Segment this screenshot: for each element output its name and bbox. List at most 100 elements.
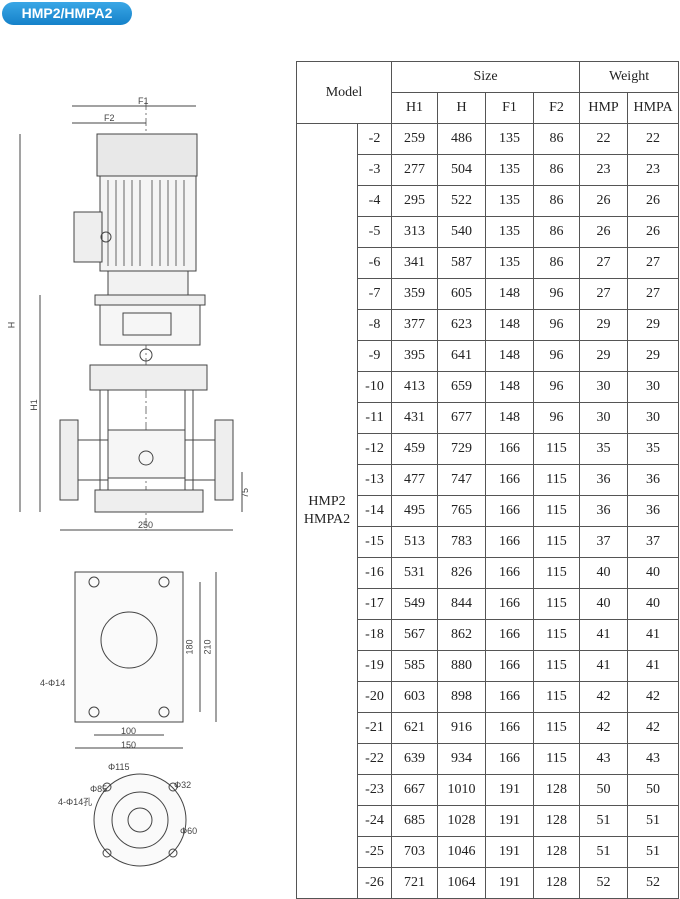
value-cell: 41 <box>627 650 680 682</box>
value-cell: 522 <box>437 185 486 217</box>
value-cell: 880 <box>437 650 486 682</box>
variant-cell: -7 <box>357 278 392 310</box>
col-header-f2: F2 <box>532 92 581 124</box>
value-cell: 641 <box>437 340 486 372</box>
value-cell: 313 <box>391 216 438 248</box>
value-cell: 166 <box>485 557 534 589</box>
value-cell: 43 <box>579 743 629 775</box>
value-cell: 115 <box>532 495 581 527</box>
value-cell: 341 <box>391 247 438 279</box>
value-cell: 359 <box>391 278 438 310</box>
value-cell: 1064 <box>437 867 486 899</box>
value-cell: 115 <box>532 588 581 620</box>
model-name-line2: HMPA2 <box>303 512 351 527</box>
label-210: 210 <box>202 639 213 655</box>
col-header-hmp: HMP <box>579 92 629 124</box>
value-cell: 826 <box>437 557 486 589</box>
value-cell: 549 <box>391 588 438 620</box>
col-header-h1: H1 <box>391 92 438 124</box>
value-cell: 96 <box>532 278 581 310</box>
value-cell: 166 <box>485 743 534 775</box>
value-cell: 37 <box>579 526 629 558</box>
value-cell: 1028 <box>437 805 486 837</box>
value-cell: 844 <box>437 588 486 620</box>
value-cell: 191 <box>485 836 534 868</box>
value-cell: 603 <box>391 681 438 713</box>
size-header: Size <box>390 61 581 93</box>
label-75: 75 <box>240 487 251 499</box>
value-cell: 51 <box>627 836 680 868</box>
label-h: H <box>6 321 17 329</box>
value-cell: 27 <box>627 278 680 310</box>
label-holes: 4-Φ14 <box>40 678 66 688</box>
value-cell: 86 <box>532 185 581 217</box>
value-cell: 135 <box>485 185 534 217</box>
value-cell: 27 <box>627 247 680 279</box>
variant-cell: -2 <box>357 123 392 155</box>
variant-cell: -25 <box>357 836 392 868</box>
variant-cell: -9 <box>357 340 392 372</box>
value-cell: 36 <box>579 495 629 527</box>
value-cell: 531 <box>391 557 438 589</box>
value-cell: 115 <box>532 681 581 713</box>
value-cell: 115 <box>532 650 581 682</box>
value-cell: 729 <box>437 433 486 465</box>
value-cell: 148 <box>485 371 534 403</box>
value-cell: 96 <box>532 309 581 341</box>
value-cell: 486 <box>437 123 486 155</box>
value-cell: 26 <box>627 185 680 217</box>
value-cell: 295 <box>391 185 438 217</box>
variant-cell: -14 <box>357 495 392 527</box>
pump-drawing-svg <box>19 102 243 867</box>
value-cell: 431 <box>391 402 438 434</box>
value-cell: 459 <box>391 433 438 465</box>
value-cell: 148 <box>485 309 534 341</box>
value-cell: 36 <box>627 464 680 496</box>
value-cell: 934 <box>437 743 486 775</box>
value-cell: 51 <box>627 805 680 837</box>
value-cell: 35 <box>579 433 629 465</box>
value-cell: 41 <box>627 619 680 651</box>
value-cell: 30 <box>579 402 629 434</box>
value-cell: 128 <box>532 867 581 899</box>
spec-table: Model Size Weight H1 H F1 F2 HMP HMPA HM… <box>296 61 680 899</box>
value-cell: 29 <box>627 309 680 341</box>
value-cell: 29 <box>579 309 629 341</box>
value-cell: 50 <box>579 774 629 806</box>
variant-cell: -15 <box>357 526 392 558</box>
value-cell: 128 <box>532 774 581 806</box>
value-cell: 86 <box>532 154 581 186</box>
value-cell: 166 <box>485 588 534 620</box>
value-cell: 148 <box>485 402 534 434</box>
value-cell: 639 <box>391 743 438 775</box>
value-cell: 52 <box>579 867 629 899</box>
variant-cell: -23 <box>357 774 392 806</box>
variant-cell: -17 <box>357 588 392 620</box>
value-cell: 51 <box>579 805 629 837</box>
value-cell: 22 <box>627 123 680 155</box>
col-header-f1: F1 <box>485 92 534 124</box>
value-cell: 42 <box>579 681 629 713</box>
value-cell: 667 <box>391 774 438 806</box>
value-cell: 96 <box>532 402 581 434</box>
value-cell: 540 <box>437 216 486 248</box>
value-cell: 916 <box>437 712 486 744</box>
variant-cell: -18 <box>357 619 392 651</box>
value-cell: 128 <box>532 805 581 837</box>
variant-cell: -11 <box>357 402 392 434</box>
value-cell: 37 <box>627 526 680 558</box>
label-60: Φ60 <box>180 826 198 836</box>
label-150: 150 <box>121 740 137 750</box>
value-cell: 30 <box>627 402 680 434</box>
